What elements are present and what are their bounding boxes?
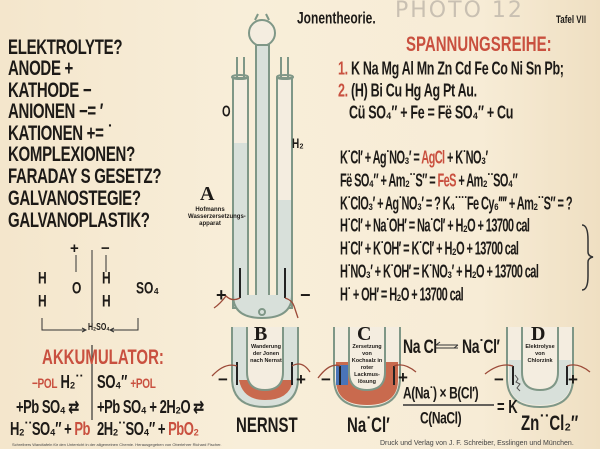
series-row-3: Cü SO₄″ + Fe = Fë SO₄″ + Cu — [349, 102, 514, 123]
equation-line: H˙ + OH′ = H₂O + 13700 cal — [340, 284, 464, 306]
akkumulator-line-3-left: H₂˙˙SO₄″ + Pb — [10, 418, 90, 439]
tube-b-label: NERNST — [236, 414, 298, 438]
equilibrium-constant: = K — [497, 396, 518, 417]
gas-label-oxygen: O — [222, 104, 231, 121]
diagram-plus: + — [70, 240, 79, 257]
akkumulator-title: AKKUMULATOR: — [42, 346, 164, 370]
plate-number: Tafel VII — [556, 13, 587, 26]
equation-segment: Fë SO₄″ + Am₂˙˙S″ = — [340, 170, 438, 192]
tube-d-label: Zn˙˙Cl₂′′ — [521, 412, 579, 436]
tube-c-label: Na˙Cl′ — [347, 414, 390, 438]
u-tube-b — [211, 327, 311, 409]
u-tube-d — [484, 327, 591, 409]
apparatus-a-minus: − — [300, 285, 311, 305]
apparatus-a-letter: A — [200, 183, 215, 205]
hofmann-apparatus — [213, 13, 299, 320]
equation-precipitate: FeS — [437, 170, 457, 192]
apparatus-a-plus: + — [216, 285, 227, 305]
equation-segment: H˙Cl′ + Na˙OH′ = Na˙Cl′ + H₂O + 13700 ca… — [340, 216, 530, 237]
footer-right: Druck und Verlag von J. F. Schreiber, Es… — [380, 440, 574, 447]
question-item: GALVANOPLASTIK? — [8, 209, 150, 233]
diagram-minus: − — [101, 240, 110, 257]
tube-c-plus: + — [398, 368, 408, 387]
tube-d-minus: − — [494, 370, 504, 389]
question-item: ANIONEN −= ′ — [8, 100, 104, 124]
tube-b-minus: − — [218, 370, 228, 389]
equation-line: H˙NO₃′ + K˙OH′ = K˙NO₃′ + H₂O + 13700 ca… — [340, 262, 539, 283]
watermark: PHOTO 12 — [395, 0, 524, 23]
tube-c-minus: − — [321, 370, 331, 389]
series-row-2: 2. (H) Bi Cu Hg Ag Pt Au. — [338, 80, 477, 101]
hydrogen-atom: H — [38, 291, 47, 311]
equation-line: H˙Cl′ + Na˙OH′ = Na˙Cl′ + H₂O + 13700 ca… — [340, 216, 530, 237]
question-item: ANODE + — [8, 57, 73, 81]
question-item: KOMPLEXIONEN? — [8, 143, 135, 167]
tube-d-caption: Elektrolyse von Chlorzink — [525, 344, 555, 364]
hydrogen-atom: H — [38, 268, 47, 288]
equation-segment: K˙Cl′ + Ag˙NO₃′ = — [340, 148, 422, 169]
akkumulator-poles-right: SO₄″ +POL — [97, 371, 156, 392]
equation-line: Fë SO₄″ + Am₂˙˙S″ = FeS + Am₂˙˙SO₄″ — [340, 170, 518, 192]
footer-left: Schreibers Wandtafeln für den Unterricht… — [12, 442, 222, 447]
equation-segment: + K˙NO₃′ — [444, 148, 488, 169]
tube-b-letter: B — [254, 323, 268, 345]
equation-precipitate: AgCl — [421, 148, 445, 169]
equilibrium-right: Na˙Cl′ — [462, 335, 500, 358]
akkumulator-line-2-right: +Pb SO₄ + 2H₂O ⇄ — [97, 396, 204, 417]
akkumulator-poles: −POL H₂˙˙ — [32, 371, 84, 392]
equation-line: K˙Cl′ + Ag˙NO₃′ = AgCl + K˙NO₃′ — [340, 148, 488, 169]
hydrogen-atom: H — [102, 268, 111, 288]
fraction-numerator: A(Na˙) × B(Cl′) — [403, 383, 479, 403]
tube-b-plus: + — [296, 370, 306, 389]
tube-d-letter: D — [531, 323, 546, 345]
question-item: GALVANOSTEGIE? — [8, 187, 141, 211]
apparatus-a-caption: Hofmanns Wasserzersetzungs-apparat — [188, 207, 246, 227]
equation-segment: H˙ + OH′ = H₂O + 13700 cal — [340, 284, 464, 306]
equation-segment: + Am₂˙˙SO₄″ — [455, 170, 518, 192]
series-row-1: 1. K Na Mg Al Mn Zn Cd Fe Co Ni Sn Pb; — [338, 58, 564, 79]
tube-c-caption: Zersetzung von Kochsalz in roter Lackmus… — [351, 344, 383, 385]
sulfuric-acid-label: H₂SO₄ — [88, 323, 110, 333]
question-item: KATIONEN += ˙ — [8, 122, 113, 146]
tube-d-plus: + — [568, 370, 578, 389]
equilibrium-left: Na Cl — [403, 335, 437, 358]
page-title: Jonentheorie. — [297, 8, 376, 28]
equation-line: K˙ClO₃′ + Ag˙NO₃′ = ? K₄˙˙˙˙Fe Cy₆′′′′ +… — [340, 193, 573, 214]
u-tube-c — [317, 327, 417, 409]
sulfate-group: SO₄ — [136, 278, 160, 298]
akkumulator-line-2-left: +Pb SO₄ ⇄ — [16, 396, 79, 417]
equation-line: H˙Cl′ + K˙OH′ = K˙Cl′ + H₂O + 13700 cal — [340, 239, 519, 260]
equation-segment: K˙ClO₃′ + Ag˙NO₃′ = ? K₄˙˙˙˙Fe Cy₆′′′′ +… — [340, 193, 573, 214]
question-item: ELEKTROLYTE? — [8, 36, 123, 60]
akkumulator-line-3-right: 2H₂˙˙SO₄″ + PbO₂ — [97, 418, 199, 439]
question-item: KATHODE − — [8, 79, 92, 103]
gas-label-hydrogen: H₂ — [292, 137, 304, 153]
spannungsreihe-title: SPANNUNGSREIHE: — [406, 33, 552, 57]
question-item: FARADAY S GESETZ? — [8, 165, 162, 189]
fraction-denominator: C(NaCl) — [420, 408, 462, 428]
equation-segment: H˙NO₃′ + K˙OH′ = K˙NO₃′ + H₂O + 13700 ca… — [340, 262, 539, 283]
equation-segment: H˙Cl′ + K˙OH′ = K˙Cl′ + H₂O + 13700 cal — [340, 239, 519, 260]
tube-c-letter: C — [357, 323, 372, 345]
hydrogen-atom: H — [102, 291, 111, 311]
oxygen-atom: O — [72, 278, 82, 298]
tube-b-caption: Wanderung der Jonen nach Nernst — [250, 344, 282, 364]
water-diagram-lines — [41, 224, 594, 420]
